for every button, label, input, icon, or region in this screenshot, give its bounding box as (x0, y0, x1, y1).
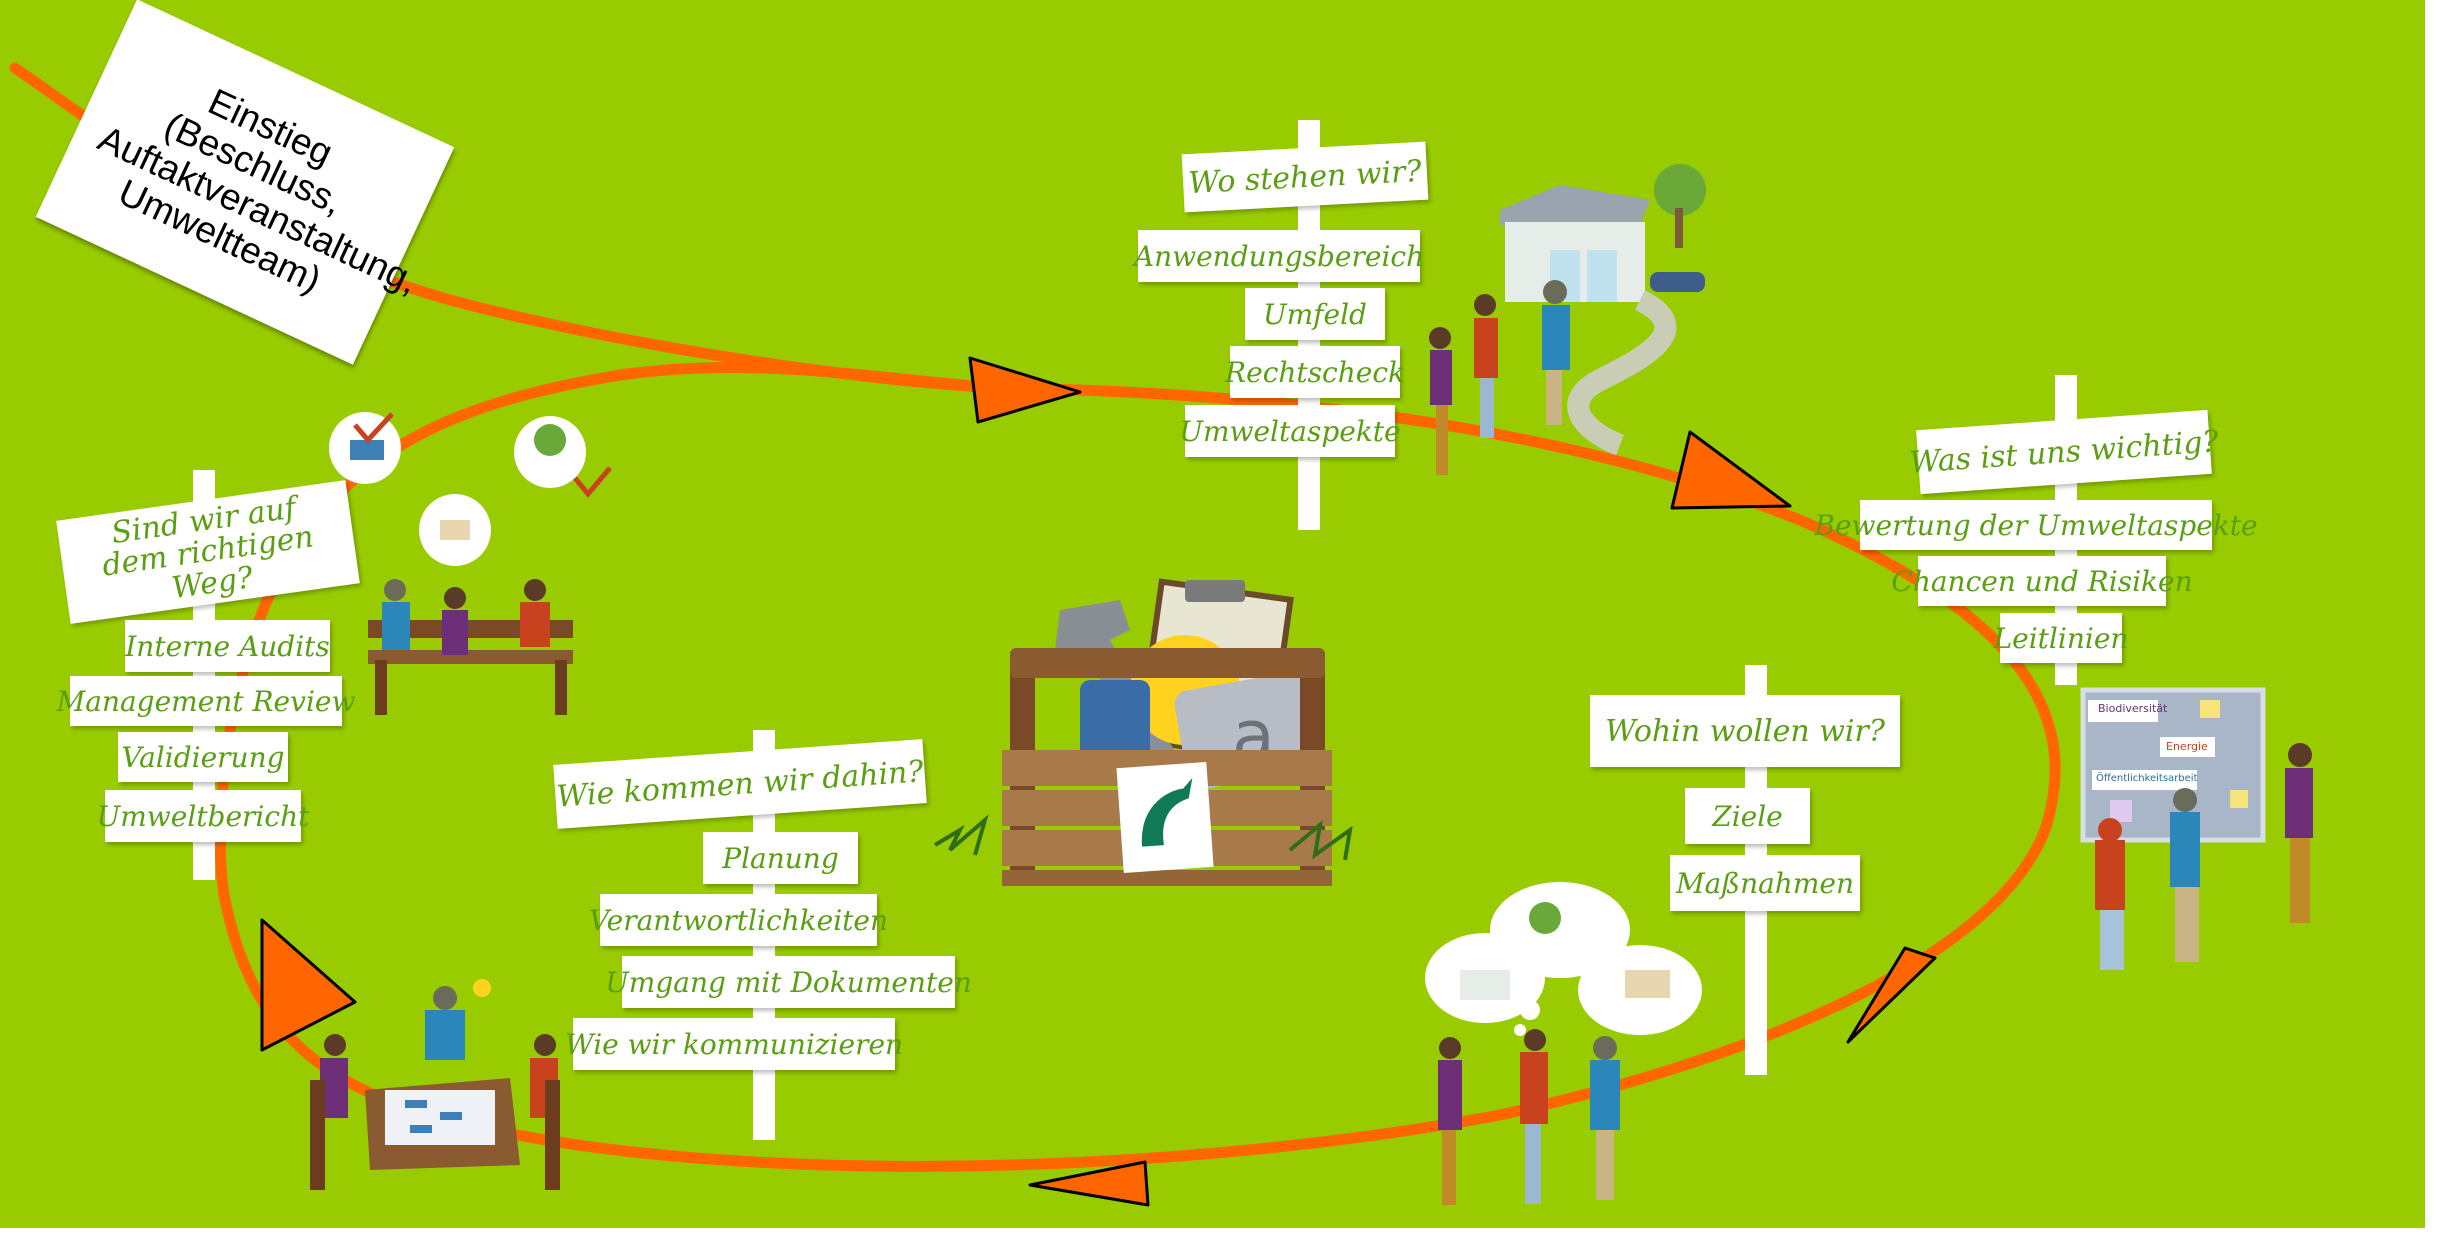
station-where-title-text: Wo stehen wir? (1187, 153, 1423, 201)
station-right-way-item: Validierung (118, 732, 288, 782)
station-right-way-item: Management Review (57, 676, 355, 726)
thinking-group-illustration (1425, 882, 1702, 1205)
direction-arrow-icon (260, 356, 1937, 1207)
meeting-table-illustration (310, 979, 560, 1190)
station-where-item: Umfeld (1245, 288, 1385, 340)
station-whereto-title: Wohin wollen wir? (1590, 695, 1900, 767)
pinboard-card-label: Öffentlichkeitsarbeit (2096, 773, 2198, 784)
station-how-item: Planung (703, 832, 858, 884)
station-where-item: Rechtscheck (1225, 346, 1405, 398)
pinboard-illustration (2080, 687, 2313, 970)
station-right-way-item: Umweltbericht (97, 790, 309, 842)
bench-illustration (329, 412, 612, 715)
church-illustration (1429, 164, 1706, 475)
station-right-way-item: Interne Audits (125, 620, 330, 672)
station-how-item: Verantwortlichkeiten (589, 894, 888, 946)
checkmark-icon (353, 412, 394, 444)
toolbox-icon: a (933, 578, 1353, 886)
station-where-item: Anwendungsbereich (1134, 230, 1424, 282)
station-important-item: Leitlinien (1994, 613, 2128, 663)
station-how-item: Wie wir kommunizieren (565, 1018, 903, 1070)
station-how-item: Umgang mit Dokumenten (605, 956, 972, 1008)
station-important-item: Bewertung der Umweltaspekte (1814, 500, 2258, 550)
pinboard-card-label: Energie (2166, 740, 2208, 753)
station-important-item: Chancen und Risiken (1891, 556, 2193, 606)
station-where-item: Umweltaspekte (1179, 405, 1401, 457)
station-whereto-item: Maßnahmen (1670, 855, 1860, 911)
pinboard-card-label: Biodiversität (2098, 702, 2168, 715)
station-whereto-item: Ziele (1685, 788, 1810, 844)
